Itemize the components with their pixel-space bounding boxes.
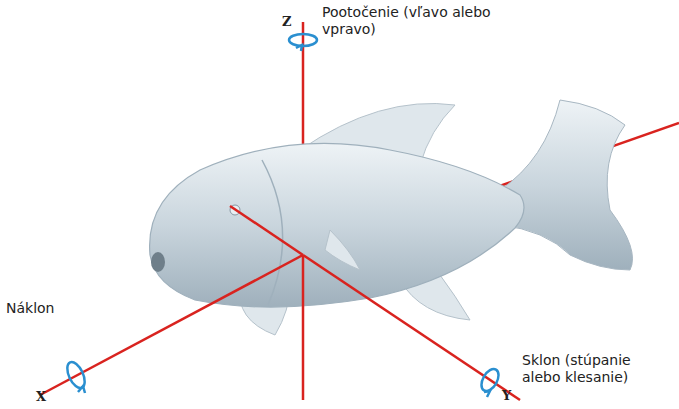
rotation-label: Sklon (stúpanie alebo klesanie)	[522, 352, 672, 386]
x-axis	[40, 255, 303, 395]
mouth	[151, 252, 165, 272]
pectoral-fin	[325, 230, 360, 270]
rotation-label: Náklon	[6, 300, 55, 317]
axis-letter: Y	[502, 388, 511, 404]
rotation-symbols	[64, 34, 502, 397]
gill-line	[262, 160, 283, 305]
y-axis	[303, 255, 520, 400]
rotation-label: Pootočenie (vľavo alebo vpravo)	[322, 4, 492, 38]
y-axis-back	[230, 206, 303, 255]
fish-body	[150, 143, 524, 307]
axis-letter: X	[36, 389, 46, 405]
axis-letter: Z	[282, 14, 292, 30]
tail-fin	[500, 100, 633, 270]
z-axis	[302, 255, 305, 400]
